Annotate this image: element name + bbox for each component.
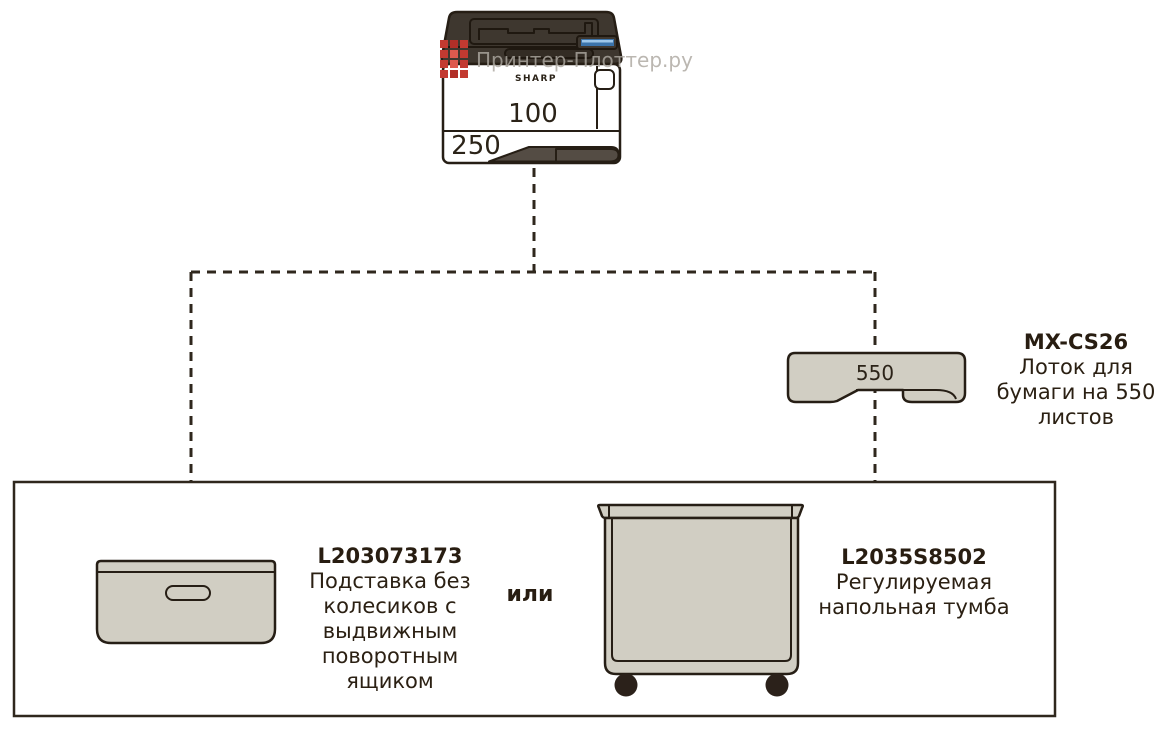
- stand-illustration: [95, 559, 277, 645]
- printer-base-right-block: [555, 148, 620, 163]
- cabinet-body: [603, 516, 800, 676]
- printer-brand-label: SHARP: [514, 74, 557, 84]
- printer-illustration: [440, 10, 623, 165]
- cabinet-label-block: L2035S8502 Регулируемая напольная тумба: [810, 545, 1018, 620]
- printer-exit-slot: [504, 48, 594, 59]
- stand-body: [95, 559, 277, 645]
- cabinet-illustration: [596, 503, 805, 697]
- printer-output-capacity-label: 100: [508, 99, 558, 129]
- cabinet-lid: [596, 503, 805, 520]
- printer-tray-capacity-label: 250: [451, 131, 501, 161]
- cabinet-description: Регулируемая напольная тумба: [818, 569, 1010, 619]
- paper-tray-lip-line: [856, 389, 957, 400]
- paper-tray-capacity-label: 550: [855, 361, 895, 385]
- cabinet-inner-panel: [611, 518, 792, 662]
- paper-tray-model: MX-CS26: [1023, 330, 1129, 354]
- connector-lines: [189, 168, 877, 482]
- stand-model: L203073173: [317, 544, 463, 568]
- paper-tray-illustration: [786, 351, 967, 404]
- cabinet-wheel-right: [765, 673, 789, 697]
- stand-description: Подставка без колесиков с выдвижным пово…: [309, 568, 471, 693]
- printer-output-tray-detail: [478, 22, 593, 40]
- stand-label-block: L203073173 Подставка без колесиков с выд…: [300, 544, 480, 694]
- paper-tray-label-block: MX-CS26 Лоток для бумаги на 550 листов: [985, 330, 1167, 430]
- printer-output-recess: [469, 18, 599, 45]
- printer-body: [441, 62, 622, 165]
- cabinet-wheel-left: [614, 673, 638, 697]
- paper-tray-description: Лоток для бумаги на 550 листов: [996, 354, 1156, 429]
- stand-handle: [165, 585, 211, 601]
- printer-display-highlight: [582, 40, 613, 43]
- or-label: или: [506, 582, 554, 607]
- printer-side-handle: [594, 69, 615, 90]
- cabinet-model: L2035S8502: [841, 545, 987, 569]
